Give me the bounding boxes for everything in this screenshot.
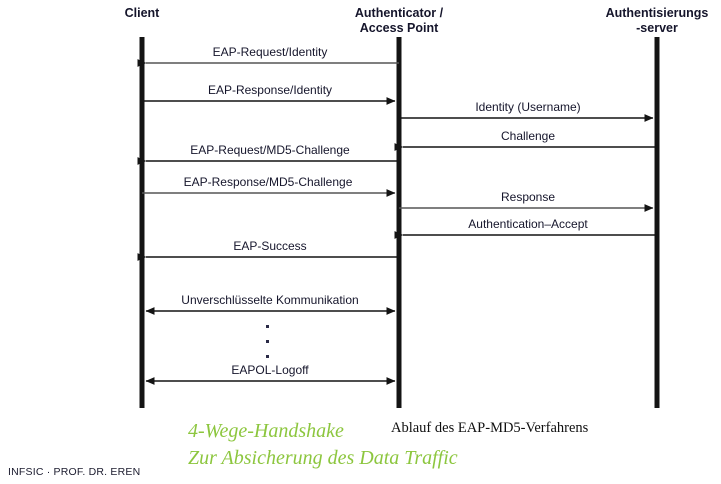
caption-green-line2: Zur Absicherung des Data Traffic bbox=[188, 447, 458, 469]
message-label-eap-success: EAP-Success bbox=[233, 239, 307, 253]
footer-institute-label: INFSIC · PROF. DR. EREN bbox=[8, 466, 141, 478]
message-label-response: Response bbox=[500, 190, 556, 204]
message-arrows bbox=[137, 59, 657, 385]
continuation-dot-3 bbox=[266, 355, 269, 358]
message-label-eap-response-identity: EAP-Response/Identity bbox=[207, 83, 333, 97]
lane-title-auth-server: Authentisierungs -server bbox=[605, 6, 709, 35]
lane-title-authenticator: Authenticator / Access Point bbox=[354, 6, 444, 35]
caption-eap-md5-process: Ablauf des EAP-MD5-Verfahrens bbox=[391, 420, 589, 436]
message-label-authentication-accept: Authentication–Accept bbox=[468, 217, 588, 231]
message-label-eap-response-md5-challenge: EAP-Response/MD5-Challenge bbox=[183, 175, 353, 189]
message-label-eapol-logoff: EAPOL-Logoff bbox=[231, 363, 309, 377]
message-label-challenge: Challenge bbox=[500, 129, 556, 143]
lane-title-client: Client bbox=[124, 6, 160, 20]
continuation-dot-2 bbox=[266, 340, 269, 343]
caption-green-line1: 4-Wege-Handshake bbox=[188, 420, 344, 442]
message-label-unverschluesselte-kommunikation: Unverschlüsselte Kommunikation bbox=[181, 293, 359, 307]
message-label-identity-username: Identity (Username) bbox=[475, 100, 581, 114]
continuation-dot-1 bbox=[266, 325, 269, 328]
message-label-eap-request-md5-challenge: EAP-Request/MD5-Challenge bbox=[190, 143, 350, 157]
message-label-eap-request-identity: EAP-Request/Identity bbox=[212, 45, 328, 59]
lifelines bbox=[139, 37, 660, 408]
